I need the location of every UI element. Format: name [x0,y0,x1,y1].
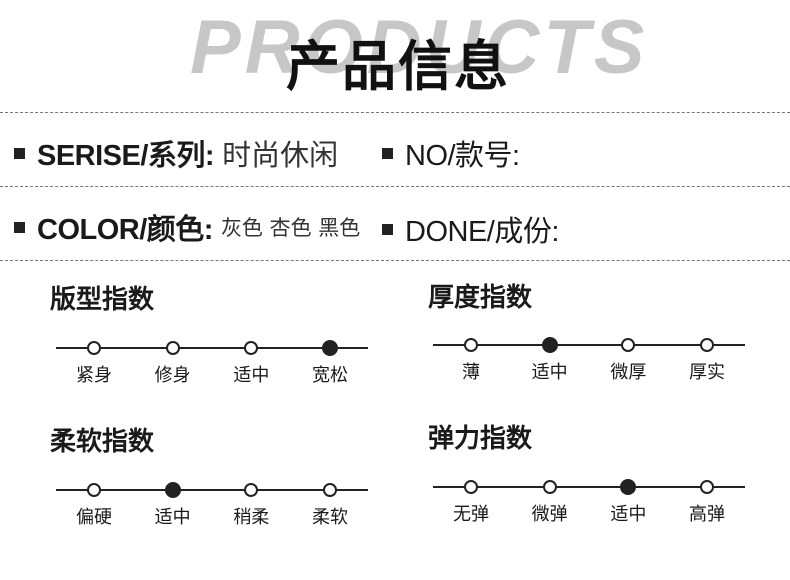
softness-scale-title: 柔软指数 [50,427,155,457]
scale-line [433,344,745,346]
bullet-square-icon [382,147,393,159]
softness-scale-dot [87,483,101,497]
color-label: COLOR/颜色: [37,214,213,246]
softness-scale: 偏硬 适中 稍柔 柔软 [56,479,368,539]
bullet-square-icon [14,147,25,159]
fit-scale-option-label: 修身 [154,365,191,386]
fit-scale-option-label: 宽松 [312,365,348,386]
thickness-scale-dot [464,338,478,352]
softness-scale-option-label: 偏硬 [76,507,112,528]
divider-middle [0,186,790,187]
thickness-scale-dot [621,338,636,352]
divider-top [0,112,790,113]
scale-line [56,489,368,491]
fit-scale-dot-selected [322,340,338,356]
fit-scale-title: 版型指数 [50,285,155,315]
fit-scale-dot [165,341,180,355]
elasticity-scale-dot-selected [620,479,637,495]
fit-scale-option-label: 紧身 [76,365,112,386]
thickness-scale-title: 厚度指数 [428,283,533,313]
scale-line [433,486,745,488]
elasticity-scale: 无弹 微弹 适中 高弹 [433,476,745,536]
fit-scale: 紧身 修身 适中 宽松 [56,337,368,397]
elasticity-scale-title: 弹力指数 [428,424,533,454]
softness-scale-option-label: 柔软 [312,507,348,528]
no-label: NO/款号: [405,140,520,172]
color-value: 灰色 杏色 黑色 [220,216,361,240]
fit-scale-dot [244,341,259,355]
softness-scale-dot [244,483,259,497]
series-value: 时尚休闲 [222,138,339,172]
softness-scale-option-label: 稍柔 [233,507,270,528]
bullet-square-icon [14,221,25,233]
elasticity-scale-option-label: 微弹 [531,504,568,525]
thickness-scale: 薄 适中 微厚 厚实 [433,334,745,394]
divider-bottom [0,260,790,261]
thickness-scale-dot-selected [541,337,558,353]
info-color: COLOR/颜色: 灰色 杏色 黑色 [14,206,360,248]
info-done: DONE/成份: [382,208,567,250]
elasticity-scale-dot [700,480,714,494]
softness-scale-dot [323,483,337,497]
fit-scale-option-label: 适中 [233,365,270,386]
fit-scale-dot [87,341,101,355]
elasticity-scale-option-label: 高弹 [689,504,725,525]
thickness-scale-dot [700,338,714,352]
info-no: NO/款号: [382,132,528,174]
softness-scale-dot-selected [164,482,181,498]
page-title: 产品信息 [286,35,510,98]
thickness-scale-option-label: 薄 [462,362,480,383]
elasticity-scale-option-label: 无弹 [453,504,489,525]
products-watermark: PRODUCTS [190,5,649,90]
elasticity-scale-option-label: 适中 [610,504,647,525]
series-label: SERISE/系列: [37,140,215,172]
softness-scale-option-label: 适中 [154,507,191,528]
scale-line [56,347,368,349]
thickness-scale-option-label: 厚实 [689,362,725,383]
info-series: SERISE/系列: 时尚休闲 [14,132,338,174]
thickness-scale-option-label: 适中 [531,362,568,383]
elasticity-scale-dot [464,480,478,494]
bullet-square-icon [382,223,393,235]
elasticity-scale-dot [542,480,557,494]
done-label: DONE/成份: [405,216,559,248]
thickness-scale-option-label: 微厚 [610,362,647,383]
